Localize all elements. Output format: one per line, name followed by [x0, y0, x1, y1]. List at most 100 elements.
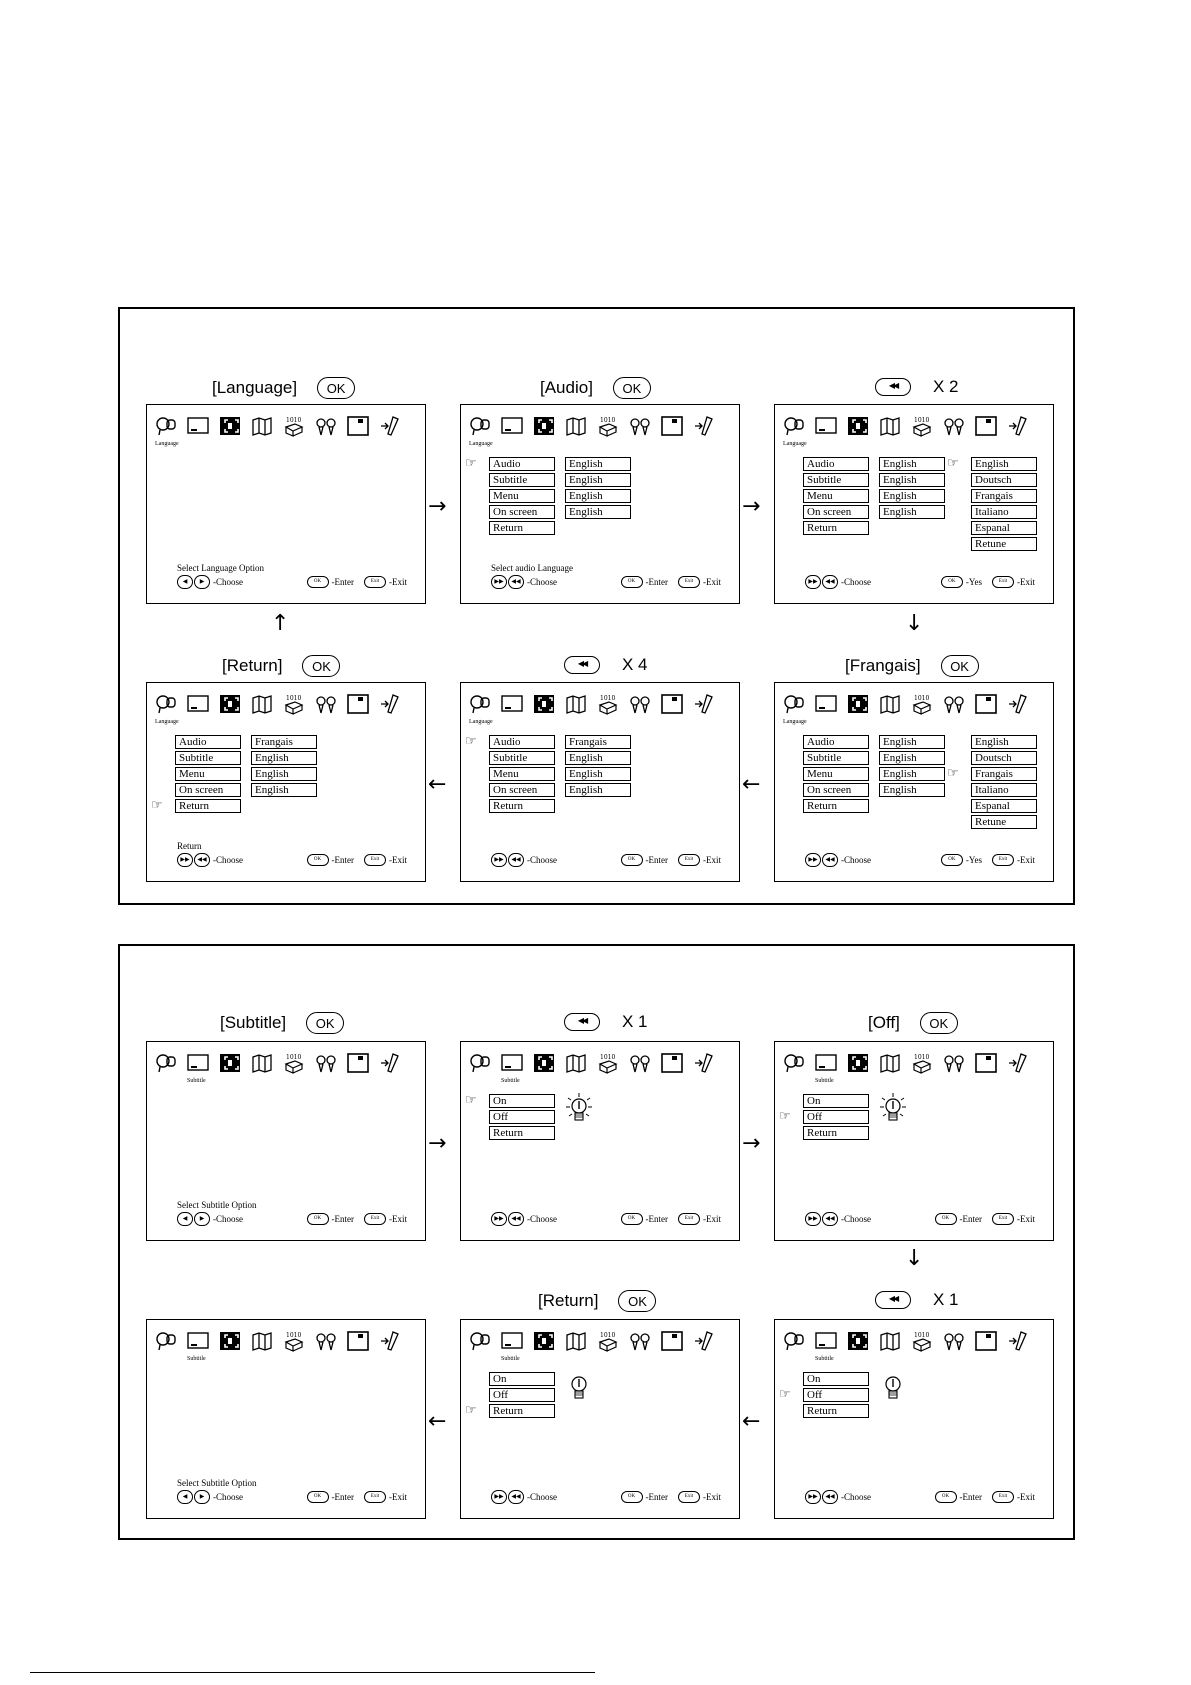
menu-option[interactable]: Frangais	[971, 767, 1037, 781]
menu-option[interactable]: Retune	[971, 537, 1037, 551]
menu-option[interactable]: On screen	[803, 505, 869, 519]
menu-option[interactable]: English	[565, 505, 631, 519]
menu-option[interactable]: English	[565, 489, 631, 503]
speaker-icon[interactable]	[943, 1330, 965, 1352]
subtitle-icon[interactable]	[815, 1330, 837, 1352]
language-icon[interactable]	[155, 1052, 177, 1074]
menu-option[interactable]: English	[879, 457, 945, 471]
digital-audio-icon[interactable]: 1010	[911, 1330, 933, 1352]
display-icon[interactable]	[565, 1330, 587, 1352]
digital-audio-icon[interactable]: 1010	[283, 415, 305, 437]
menu-option[interactable]: On	[803, 1372, 869, 1386]
menu-option[interactable]: English	[879, 505, 945, 519]
menu-option[interactable]: Return	[803, 1404, 869, 1418]
menu-option[interactable]: Audio	[803, 735, 869, 749]
digital-audio-icon[interactable]: 1010	[283, 1052, 305, 1074]
display-icon[interactable]	[251, 693, 273, 715]
subtitle-icon[interactable]	[815, 415, 837, 437]
screen-icon[interactable]	[661, 1330, 683, 1352]
menu-option[interactable]: Return	[489, 1404, 555, 1418]
digital-audio-icon[interactable]: 1010	[283, 1330, 305, 1352]
menu-option[interactable]: Menu	[175, 767, 241, 781]
subtitle-icon[interactable]	[501, 1330, 523, 1352]
subtitle-icon[interactable]	[501, 415, 523, 437]
exit-menu-icon[interactable]	[379, 693, 401, 715]
exit-menu-icon[interactable]	[1007, 1052, 1029, 1074]
exit-menu-icon[interactable]	[1007, 415, 1029, 437]
screen-icon[interactable]	[347, 1330, 369, 1352]
screen-icon[interactable]	[975, 415, 997, 437]
exit-menu-icon[interactable]	[693, 415, 715, 437]
display-icon[interactable]	[565, 693, 587, 715]
digital-audio-icon[interactable]: 1010	[597, 1052, 619, 1074]
subtitle-icon[interactable]	[501, 693, 523, 715]
exit-menu-icon[interactable]	[693, 693, 715, 715]
aspect-icon[interactable]	[219, 415, 241, 437]
language-icon[interactable]	[783, 415, 805, 437]
menu-option[interactable]: Return	[803, 521, 869, 535]
menu-option[interactable]: English	[971, 457, 1037, 471]
menu-option[interactable]: Italiano	[971, 783, 1037, 797]
menu-option[interactable]: Off	[489, 1110, 555, 1124]
speaker-icon[interactable]	[315, 1330, 337, 1352]
menu-option[interactable]: English	[879, 751, 945, 765]
digital-audio-icon[interactable]: 1010	[911, 415, 933, 437]
screen-icon[interactable]	[347, 415, 369, 437]
display-icon[interactable]	[565, 1052, 587, 1074]
menu-option[interactable]: English	[879, 783, 945, 797]
menu-option[interactable]: Audio	[489, 457, 555, 471]
menu-option[interactable]: On	[489, 1372, 555, 1386]
speaker-icon[interactable]	[315, 693, 337, 715]
menu-option[interactable]: Retune	[971, 815, 1037, 829]
menu-option[interactable]: Return	[489, 1126, 555, 1140]
menu-option[interactable]: Menu	[489, 767, 555, 781]
menu-option[interactable]: Espanal	[971, 799, 1037, 813]
menu-option[interactable]: Subtitle	[803, 751, 869, 765]
speaker-icon[interactable]	[629, 415, 651, 437]
language-icon[interactable]	[469, 1330, 491, 1352]
exit-menu-icon[interactable]	[379, 415, 401, 437]
menu-option[interactable]: Off	[489, 1388, 555, 1402]
subtitle-icon[interactable]	[187, 693, 209, 715]
screen-icon[interactable]	[661, 693, 683, 715]
aspect-icon[interactable]	[219, 1052, 241, 1074]
language-icon[interactable]	[783, 693, 805, 715]
menu-option[interactable]: English	[251, 767, 317, 781]
menu-option[interactable]: Frangais	[971, 489, 1037, 503]
subtitle-icon[interactable]	[187, 415, 209, 437]
aspect-icon[interactable]	[533, 1330, 555, 1352]
exit-menu-icon[interactable]	[1007, 693, 1029, 715]
language-icon[interactable]	[155, 693, 177, 715]
language-icon[interactable]	[783, 1330, 805, 1352]
menu-option[interactable]: Return	[803, 1126, 869, 1140]
menu-option[interactable]: English	[879, 735, 945, 749]
screen-icon[interactable]	[975, 1330, 997, 1352]
aspect-icon[interactable]	[533, 693, 555, 715]
display-icon[interactable]	[879, 415, 901, 437]
menu-option[interactable]: English	[879, 473, 945, 487]
aspect-icon[interactable]	[533, 1052, 555, 1074]
speaker-icon[interactable]	[315, 415, 337, 437]
screen-icon[interactable]	[347, 693, 369, 715]
display-icon[interactable]	[251, 1052, 273, 1074]
aspect-icon[interactable]	[533, 415, 555, 437]
menu-option[interactable]: English	[565, 751, 631, 765]
menu-option[interactable]: On screen	[803, 783, 869, 797]
speaker-icon[interactable]	[943, 693, 965, 715]
speaker-icon[interactable]	[629, 1052, 651, 1074]
screen-icon[interactable]	[347, 1052, 369, 1074]
menu-option[interactable]: On screen	[489, 783, 555, 797]
speaker-icon[interactable]	[943, 1052, 965, 1074]
menu-option[interactable]: English	[565, 457, 631, 471]
menu-option[interactable]: Menu	[489, 489, 555, 503]
aspect-icon[interactable]	[847, 693, 869, 715]
digital-audio-icon[interactable]: 1010	[597, 693, 619, 715]
display-icon[interactable]	[879, 1052, 901, 1074]
screen-icon[interactable]	[975, 1052, 997, 1074]
aspect-icon[interactable]	[847, 1330, 869, 1352]
menu-option[interactable]: English	[565, 767, 631, 781]
aspect-icon[interactable]	[847, 415, 869, 437]
menu-option[interactable]: Subtitle	[175, 751, 241, 765]
menu-option[interactable]: English	[251, 783, 317, 797]
language-icon[interactable]	[469, 1052, 491, 1074]
